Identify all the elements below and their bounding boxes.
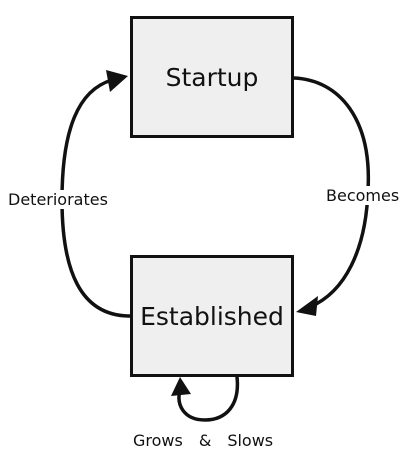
node-established: Established bbox=[130, 255, 294, 377]
edge-label-deteriorates: Deteriorates bbox=[8, 190, 108, 209]
loop-label-and: & bbox=[198, 431, 212, 450]
deteriorates-arrowhead bbox=[106, 70, 128, 92]
self-loop-label: Grows&Slows bbox=[133, 431, 273, 450]
node-startup: Startup bbox=[130, 16, 294, 138]
loop-label-slows: Slows bbox=[227, 431, 274, 450]
loop-label-grows: Grows bbox=[133, 431, 183, 450]
node-established-label: Established bbox=[140, 301, 284, 331]
self-loop-path bbox=[177, 375, 240, 422]
becomes-arrowhead bbox=[296, 296, 318, 316]
self-loop-arrowhead bbox=[171, 377, 191, 396]
edge-label-becomes: Becomes bbox=[326, 186, 400, 205]
node-startup-label: Startup bbox=[165, 62, 259, 92]
